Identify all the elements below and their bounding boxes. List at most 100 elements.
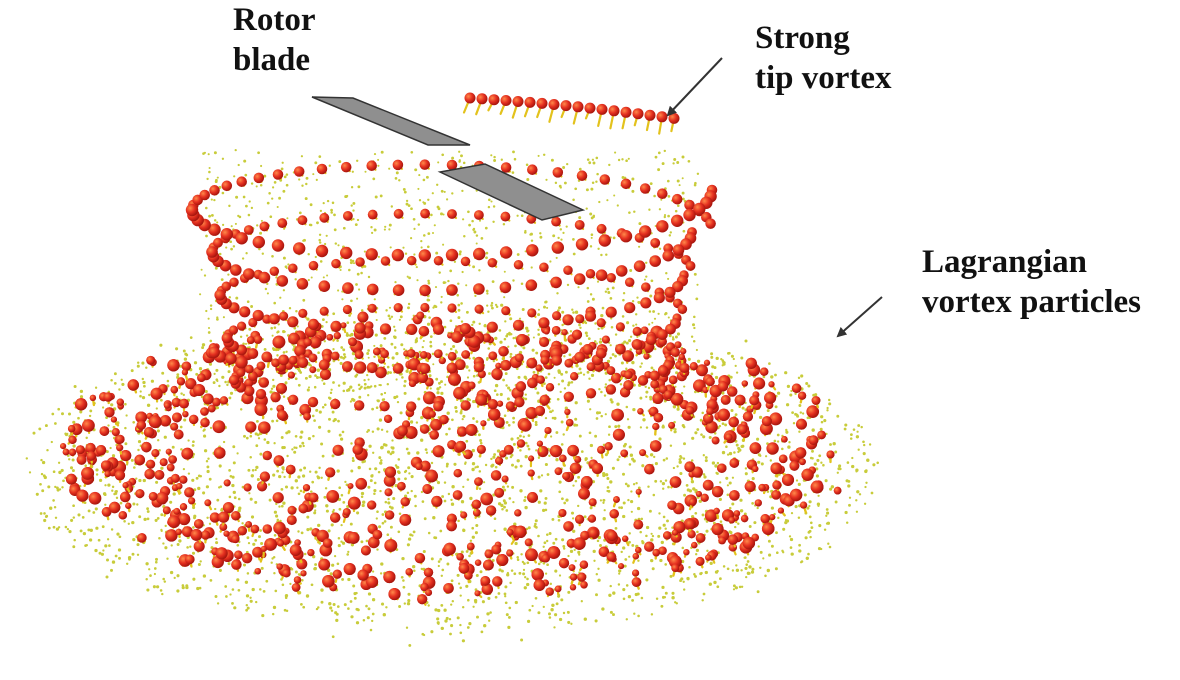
- fine-particle: [72, 504, 75, 507]
- fine-particle: [597, 568, 599, 570]
- vortex-particle: [119, 511, 127, 519]
- fine-particle: [683, 230, 686, 233]
- fine-particle: [446, 463, 449, 466]
- fine-particle: [453, 463, 456, 466]
- fine-particle: [368, 592, 371, 595]
- fine-particle: [342, 501, 345, 504]
- vortex-particle: [559, 558, 569, 568]
- fine-particle: [77, 513, 80, 516]
- fine-particle: [609, 480, 612, 483]
- fine-particle: [818, 547, 821, 550]
- vortex-particle: [279, 312, 288, 321]
- fine-particle: [207, 458, 209, 460]
- fine-particle: [460, 632, 463, 635]
- fine-particle: [174, 577, 176, 579]
- fine-particle: [798, 377, 800, 379]
- vortex-particle: [500, 212, 510, 222]
- fine-particle: [295, 377, 298, 380]
- fine-particle: [331, 564, 334, 567]
- fine-particle: [459, 159, 461, 161]
- fine-particle: [600, 415, 603, 418]
- fine-particle: [728, 352, 731, 355]
- vortex-particle: [514, 260, 524, 270]
- fine-particle: [214, 151, 217, 154]
- fine-particle: [577, 476, 580, 479]
- fine-particle: [492, 221, 494, 223]
- fine-particle: [370, 629, 373, 632]
- fine-particle: [427, 246, 430, 249]
- vortex-particle: [178, 513, 190, 525]
- fine-particle: [800, 411, 802, 413]
- fine-particle: [651, 279, 654, 282]
- fine-particle: [251, 182, 253, 184]
- fine-particle: [724, 423, 727, 426]
- fine-particle: [427, 199, 429, 201]
- fine-particle: [143, 385, 146, 388]
- vortex-particle: [575, 220, 585, 230]
- fine-particle: [349, 334, 352, 337]
- vortex-particle: [501, 306, 510, 315]
- fine-particle: [385, 444, 388, 447]
- fine-particle: [84, 464, 87, 467]
- fine-particle: [160, 513, 163, 516]
- fine-particle: [29, 471, 31, 473]
- fine-particle: [663, 459, 666, 462]
- fine-particle: [713, 581, 716, 584]
- fine-particle: [403, 385, 406, 388]
- fine-particle: [52, 499, 55, 502]
- fine-particle: [851, 457, 853, 459]
- fine-particle: [356, 621, 359, 624]
- fine-particle: [43, 519, 46, 522]
- fine-particle: [668, 195, 671, 198]
- fine-particle: [688, 566, 691, 569]
- vortex-particle: [368, 304, 377, 313]
- fine-particle: [506, 421, 509, 424]
- fine-particle: [233, 245, 235, 247]
- vortex-particle: [498, 346, 508, 358]
- vortex-particle: [193, 384, 205, 396]
- fine-particle: [820, 462, 822, 464]
- fine-particle: [633, 613, 635, 615]
- fine-particle: [791, 552, 794, 555]
- vortex-particle: [772, 481, 781, 491]
- fine-particle: [613, 194, 615, 196]
- fine-particle: [333, 214, 336, 217]
- fine-particle: [626, 584, 629, 587]
- fine-particle: [299, 445, 302, 448]
- fine-particle: [361, 309, 364, 312]
- fine-particle: [737, 451, 739, 453]
- fine-particle: [83, 532, 86, 535]
- fine-particle: [605, 473, 608, 476]
- fine-particle: [204, 449, 207, 452]
- fine-particle: [391, 439, 393, 441]
- fine-particle: [478, 433, 481, 436]
- fine-particle: [664, 527, 666, 529]
- fine-particle: [639, 531, 642, 534]
- fine-particle: [598, 388, 600, 390]
- fine-particle: [378, 471, 381, 474]
- fine-particle: [462, 606, 464, 608]
- fine-particle: [166, 558, 168, 560]
- fine-particle: [810, 521, 813, 524]
- vortex-particle: [255, 568, 261, 574]
- fine-particle: [502, 379, 505, 382]
- fine-particle: [563, 612, 565, 614]
- fine-particle: [504, 338, 507, 341]
- fine-particle: [608, 434, 610, 436]
- fine-particle: [214, 373, 216, 375]
- fine-particle: [172, 446, 175, 449]
- fine-particle: [397, 401, 399, 403]
- fine-particle: [486, 304, 488, 306]
- vortex-particle: [553, 167, 564, 178]
- fine-particle: [511, 486, 514, 489]
- fine-particle: [610, 398, 613, 401]
- fine-particle: [88, 509, 91, 512]
- fine-particle: [89, 409, 92, 412]
- fine-particle: [594, 322, 596, 324]
- vortex-particle: [721, 395, 731, 405]
- vortex-particle: [606, 366, 615, 375]
- fine-particle: [228, 370, 231, 373]
- fine-particle: [160, 467, 163, 470]
- fine-particle: [326, 274, 328, 276]
- fine-particle: [850, 437, 853, 440]
